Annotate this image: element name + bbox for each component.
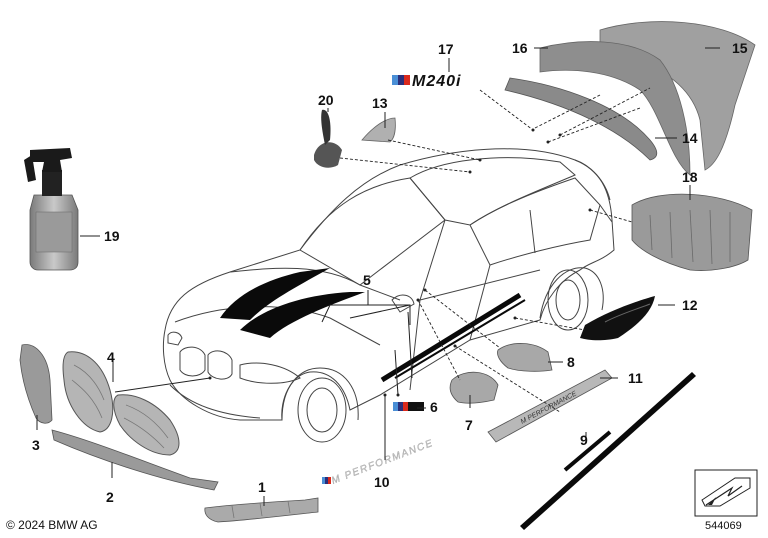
part-4-kidney-grille xyxy=(62,351,180,456)
callout-20: 20 xyxy=(318,92,334,108)
grille-slats xyxy=(71,364,169,449)
hood-stripe-decal xyxy=(220,268,365,338)
part-2-front-splitter xyxy=(51,429,219,491)
callout-6: 6 xyxy=(430,399,438,415)
part-13-antenna-cover xyxy=(361,117,396,143)
part-12-side-flap xyxy=(580,296,655,341)
callout-3: 3 xyxy=(32,437,40,453)
diffuser-fins xyxy=(649,209,731,265)
callout-1: 1 xyxy=(258,479,266,495)
part-14-lip-spoiler xyxy=(504,77,658,161)
callout-7: 7 xyxy=(465,417,473,433)
callout-9: 9 xyxy=(580,432,588,448)
part-8-mirror-cap xyxy=(497,343,553,372)
callout-10: 10 xyxy=(374,474,390,490)
callout-14: 14 xyxy=(682,130,698,146)
copyright-text: © 2024 BMW AG xyxy=(6,518,98,532)
badge-text: M240i xyxy=(412,73,461,90)
callout-16: 16 xyxy=(512,40,528,56)
callout-labels: 1 2 3 4 5 6 7 8 9 10 11 12 13 14 15 16 1… xyxy=(32,40,748,505)
callout-12: 12 xyxy=(682,297,698,313)
part-9-side-skirt-decal xyxy=(520,372,696,530)
callout-18: 18 xyxy=(682,169,698,185)
callout-17: 17 xyxy=(438,41,454,57)
car-outline xyxy=(162,148,615,443)
callout-5: 5 xyxy=(363,272,371,288)
callout-11: 11 xyxy=(628,370,643,386)
part-18-rear-diffuser xyxy=(631,193,753,271)
callout-13: 13 xyxy=(372,95,388,111)
part-19-spray-bottle xyxy=(24,148,79,271)
sill-text: M PERFORMANCE xyxy=(520,390,579,426)
part-3-bumper-trim xyxy=(19,344,53,424)
callout-4: 4 xyxy=(107,349,115,365)
part-20-cap xyxy=(314,109,342,168)
splitter-fins xyxy=(231,500,291,519)
side-stripe-decal xyxy=(380,292,526,383)
flap-highlight xyxy=(604,303,651,323)
callout-2: 2 xyxy=(106,489,114,505)
reference-dots xyxy=(208,128,592,397)
part-7-mirror-cap xyxy=(449,371,499,404)
reference-lines xyxy=(339,87,651,413)
callout-19: 19 xyxy=(104,228,120,244)
callout-8: 8 xyxy=(567,354,575,370)
callout-15: 15 xyxy=(732,40,748,56)
part-16-spoiler xyxy=(539,41,691,176)
leader-lines xyxy=(36,47,720,506)
part-6-m-badge xyxy=(393,402,424,411)
document-id: 544069 xyxy=(705,520,742,532)
part-17-m240i-badge: M240i xyxy=(392,73,461,90)
reference-symbol-box xyxy=(694,469,758,517)
